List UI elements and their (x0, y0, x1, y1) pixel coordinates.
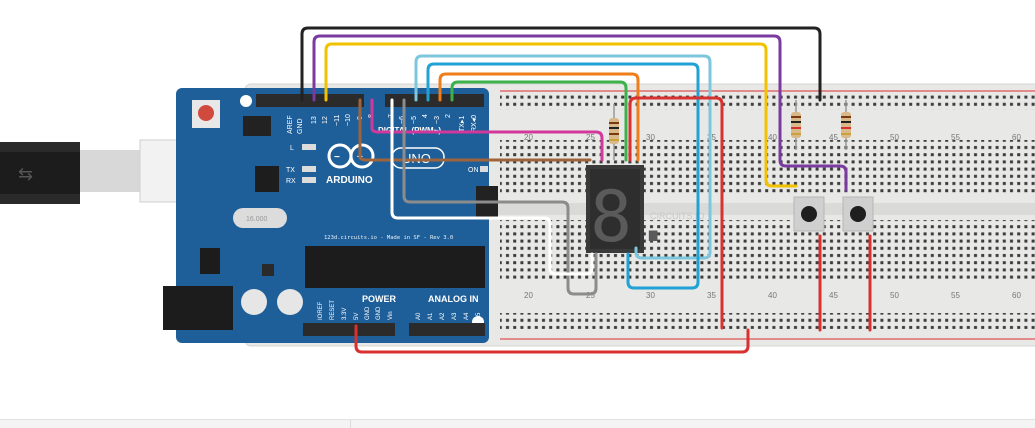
aref-label: AREF (287, 115, 294, 134)
pin-11-label: ~11 (334, 115, 341, 126)
col-num-45-top: 45 (829, 133, 838, 142)
col-num-20-top: 20 (524, 133, 533, 142)
led-rx-label: RX (286, 178, 296, 185)
segment-digit: 8. (590, 176, 674, 258)
col-num-40-top: 40 (768, 133, 777, 142)
usb-cable[interactable]: ⇆ (0, 139, 187, 204)
bottom-rail-holes (500, 313, 1035, 329)
a0-label: A0 (416, 312, 422, 320)
wire-cyan[interactable] (426, 62, 700, 290)
power-header-label: POWER (362, 294, 397, 304)
gnd2-label: GND (376, 306, 382, 320)
pin-1-label: TX▸1 (459, 116, 466, 132)
led-rx (302, 177, 316, 183)
capacitor (241, 289, 267, 315)
col-num-60-top: 60 (1012, 133, 1021, 142)
gnd-label: GND (297, 118, 304, 134)
analog-header[interactable] (409, 323, 485, 336)
board-info: 123d.circuits.io - Made in SF - Rev 3.0 (324, 235, 453, 241)
resistor-1[interactable] (609, 104, 619, 160)
a2-label: A2 (440, 312, 446, 320)
mount-hole (240, 95, 252, 107)
bottom-toolbar (0, 419, 1035, 428)
wire-purple[interactable] (312, 34, 848, 192)
usb-icon: ⇆ (18, 164, 33, 184)
wire-gray[interactable] (402, 98, 598, 296)
pin-13-label: 13 (311, 116, 318, 124)
wire-red-power[interactable] (354, 324, 750, 354)
pin-5-label: ~5 (411, 116, 418, 124)
crystal (233, 208, 287, 228)
power-jack[interactable] (163, 286, 233, 330)
led-l-label: L (290, 145, 294, 152)
pushbutton-2[interactable] (842, 196, 874, 232)
arduino-logo: − + (327, 143, 375, 169)
led-on (480, 166, 488, 172)
pushbutton-1[interactable] (793, 196, 825, 232)
a3-label: A3 (452, 312, 458, 320)
a5-label: A5 (476, 312, 482, 320)
resistor-3[interactable] (841, 100, 851, 150)
pin-3-label: ~3 (434, 116, 441, 124)
wire-orange[interactable] (438, 72, 640, 162)
wire-brown[interactable] (358, 98, 592, 162)
a4-label: A4 (464, 312, 470, 320)
col-num-50-top: 50 (890, 133, 899, 142)
led-l (302, 144, 316, 150)
col-num-45-bottom: 45 (829, 291, 838, 300)
analog-header-label: ANALOG IN (428, 294, 479, 304)
col-num-60-bottom: 60 (1012, 291, 1021, 300)
pin-10-label: ~10 (345, 114, 352, 126)
col-num-55-top: 55 (951, 133, 960, 142)
led-on-label: ON (468, 167, 479, 174)
col-num-55-bottom: 55 (951, 291, 960, 300)
voltage-regulator (200, 248, 220, 274)
5v-label: 5V (354, 313, 360, 320)
led-tx (302, 166, 316, 172)
pin-0-label: RX◂0 (471, 115, 478, 132)
col-num-30-bottom: 30 (646, 291, 655, 300)
col-num-50-bottom: 50 (890, 291, 899, 300)
watermark: CIRCUITS.IO (650, 211, 705, 221)
col-num-20-bottom: 20 (524, 291, 533, 300)
crystal-label: 16.000 (246, 216, 268, 223)
led-tx-label: TX (286, 167, 295, 174)
seven-segment-display[interactable]: 8. CIRCUITS.IO (586, 165, 705, 258)
resistor-2[interactable] (791, 100, 801, 150)
svg-text:−: − (334, 152, 340, 163)
usb-chip (255, 166, 279, 192)
wire-black[interactable] (300, 26, 822, 102)
col-num-35-bottom: 35 (707, 291, 716, 300)
pin-2-label: 2 (445, 114, 452, 118)
vin-label: Vin (388, 311, 394, 320)
col-num-40-bottom: 40 (768, 291, 777, 300)
col-num-25-bottom: 25 (586, 291, 595, 300)
wire-magenta[interactable] (370, 98, 604, 162)
digital-header-2[interactable] (385, 94, 484, 107)
pin-12-label: 12 (322, 116, 329, 124)
col-num-35-top: 35 (707, 133, 716, 142)
pin-4-label: 4 (422, 114, 429, 118)
a1-label: A1 (428, 312, 434, 320)
arduino-uno-board[interactable]: AREF GND 13 12 ~11 ~10 ~9 8 7 ~6 ~5 4 ~3… (163, 88, 498, 343)
capacitor (277, 289, 303, 315)
col-num-25-top: 25 (586, 133, 595, 142)
reset-label: RESET (330, 300, 336, 320)
wire-red-top[interactable] (628, 96, 724, 330)
ioref-label: IOREF (318, 301, 324, 320)
col-num-30-top: 30 (646, 133, 655, 142)
bottom-terminal-holes (500, 220, 1035, 280)
atmega-chip (305, 246, 485, 288)
arduino-brand: ARDUINO (326, 175, 373, 186)
wire-light-blue[interactable] (414, 54, 712, 260)
wire-green[interactable] (450, 80, 628, 162)
wire-yellow[interactable] (324, 42, 798, 188)
digital-header[interactable] (256, 94, 364, 107)
power-header[interactable] (303, 323, 395, 336)
gnd1-label: GND (365, 306, 371, 320)
3v3-label: 3.3V (342, 308, 348, 320)
wire-white[interactable] (390, 98, 594, 276)
